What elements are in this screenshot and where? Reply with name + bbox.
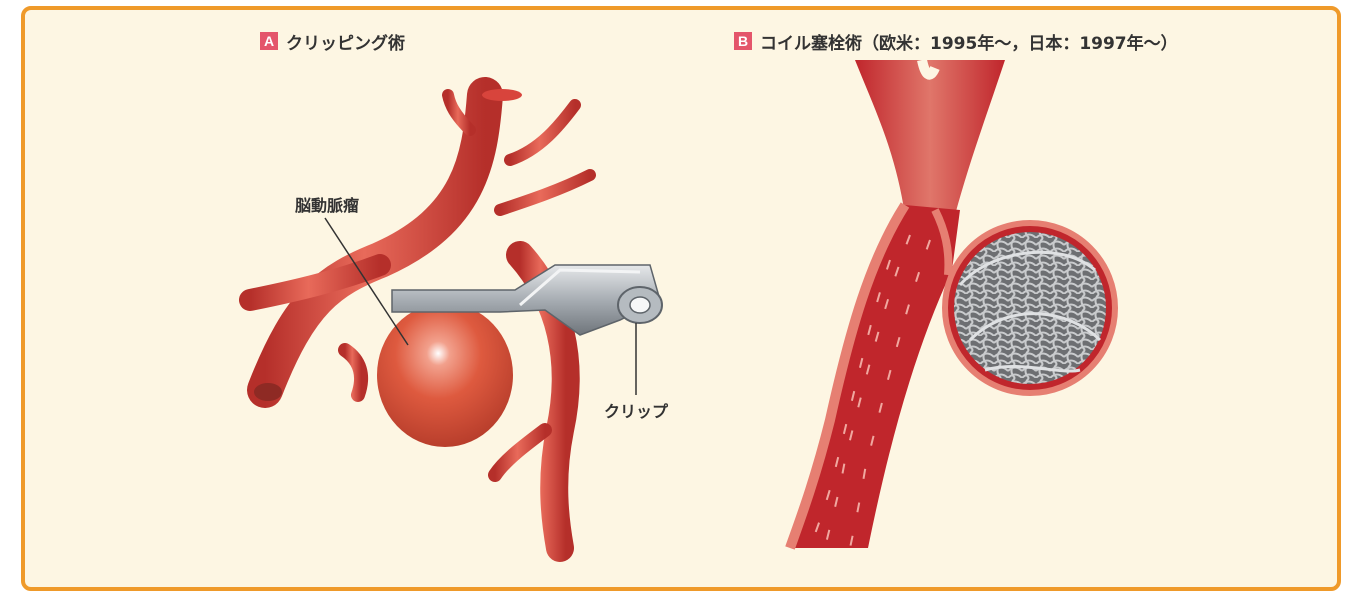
aneurysm-shape: [377, 303, 513, 447]
coil-mass: [954, 232, 1106, 384]
clip-label: クリップ: [604, 398, 668, 422]
aneurysm-label: 脳動脈瘤: [295, 192, 359, 216]
panel-b-vessel: [790, 60, 1115, 548]
